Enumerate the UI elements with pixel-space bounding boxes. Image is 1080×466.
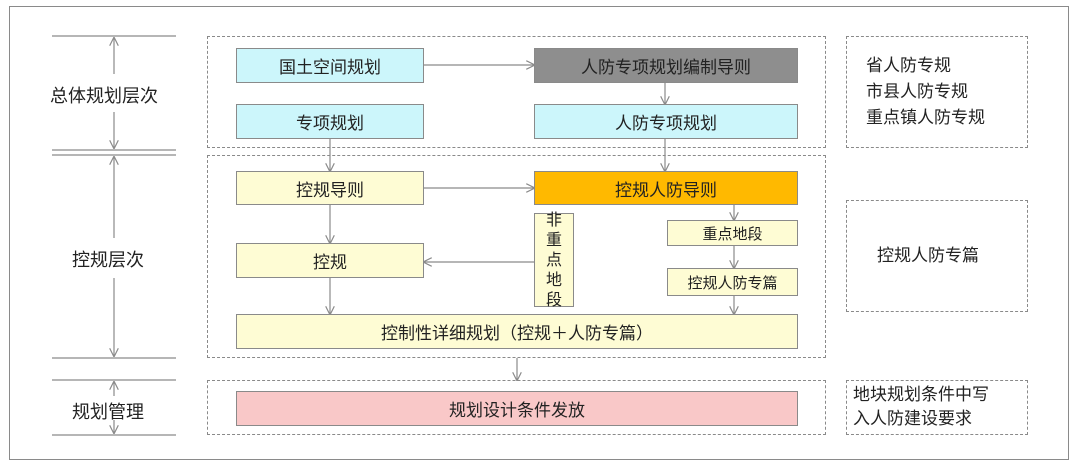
- civil-defense-guideline-box: 人防专项规划编制导则: [534, 48, 798, 83]
- regulatory-civil-guideline-box: 控规人防导则: [534, 171, 798, 205]
- non-key-area-char: 段: [545, 290, 562, 309]
- side-note-line: 市县人防专规: [866, 82, 968, 102]
- level-management-label: 规划管理: [72, 402, 144, 423]
- non-key-area-char: 点: [545, 250, 562, 269]
- side-note-line: 地块规划条件中写: [853, 385, 989, 405]
- side-note-overall: 省人防专规 市县人防专规 重点镇人防专规: [866, 53, 985, 131]
- side-note-line: 控规人防专篇: [877, 246, 979, 266]
- side-note-management: 地块规划条件中写 入人防建设要求: [853, 383, 989, 431]
- side-note-line: 入人防建设要求: [853, 409, 972, 429]
- diagram-frame: [9, 6, 1069, 460]
- special-planning-box: 专项规划: [236, 104, 424, 139]
- side-note-management-box: [846, 380, 1028, 435]
- overall-group: [207, 36, 826, 148]
- non-key-area-char: 地: [545, 270, 562, 289]
- side-note-overall-box: [846, 36, 1028, 148]
- key-area-box: 重点地段: [667, 220, 798, 246]
- side-note-regulatory: 控规人防专篇: [877, 243, 979, 269]
- regulatory-box: 控规: [236, 243, 424, 278]
- land-planning-box: 国土空间规划: [236, 48, 424, 83]
- side-note-regulatory-box: [846, 200, 1028, 312]
- regulatory-guideline-box: 控规导则: [236, 171, 424, 205]
- design-conditions-box: 规划设计条件发放: [236, 391, 798, 426]
- non-key-area-box: 非 重 点 地 段: [534, 210, 574, 309]
- non-key-area-char: 非: [545, 210, 562, 229]
- detailed-planning-box: 控制性详细规划（控规＋人防专篇）: [236, 314, 798, 349]
- non-key-area-char: 重: [545, 230, 562, 249]
- level-regulatory-label: 控规层次: [72, 250, 144, 271]
- side-note-line: 重点镇人防专规: [866, 108, 985, 128]
- regulatory-group: [207, 155, 826, 358]
- civil-defense-special-box: 人防专项规划: [534, 104, 798, 139]
- level-overall-label: 总体规划层次: [50, 86, 158, 107]
- management-group: [207, 380, 826, 435]
- regulatory-civil-chapter-box: 控规人防专篇: [667, 268, 798, 296]
- side-note-line: 省人防专规: [866, 56, 951, 76]
